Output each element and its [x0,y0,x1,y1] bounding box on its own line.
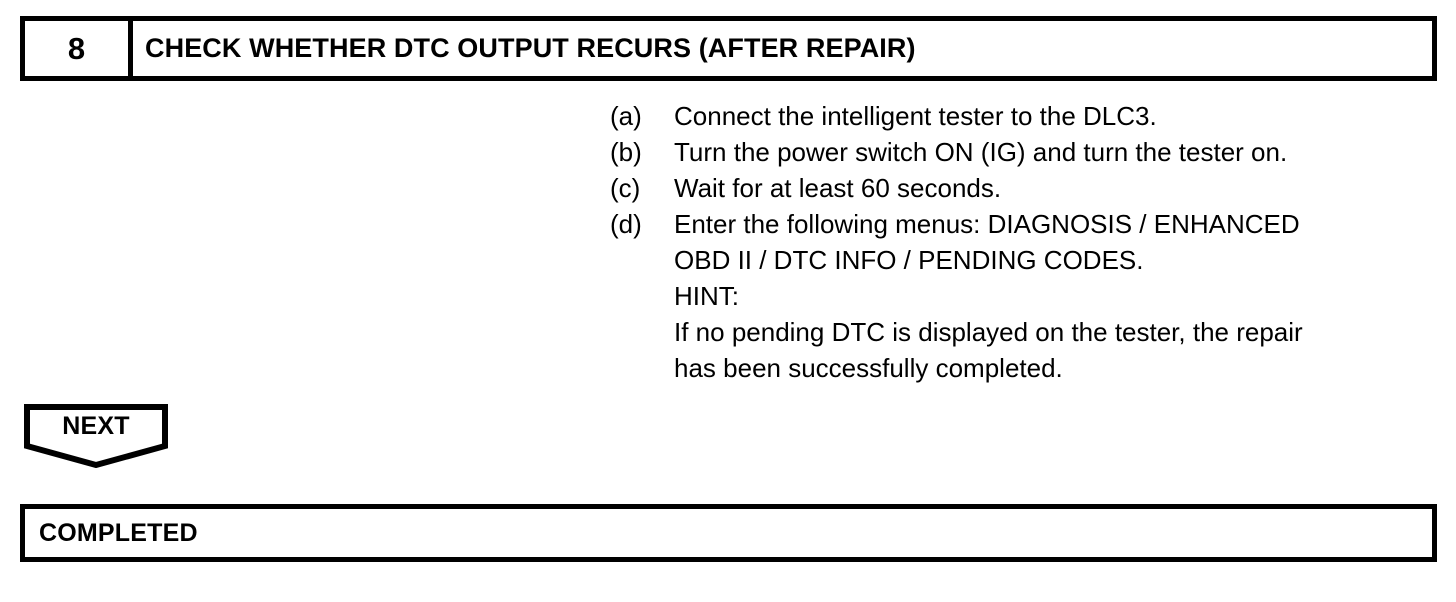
instruction-label-a: (a) [610,101,642,131]
instruction-item-b: (b) Turn the power switch ON (IG) and tu… [610,134,1440,170]
next-arrow-icon [24,404,168,468]
instruction-line: Enter the following menus: DIAGNOSIS / E… [674,209,1300,239]
instruction-text-a: Connect the intelligent tester to the DL… [674,98,1440,134]
step-title-cell: CHECK WHETHER DTC OUTPUT RECURS (AFTER R… [133,21,1432,76]
hint-line: has been successfully completed. [674,353,1063,383]
instruction-text-c: Wait for at least 60 seconds. [674,170,1440,206]
completed-result-box: COMPLETED [20,504,1437,562]
instruction-label-b: (b) [610,137,642,167]
instruction-label-c: (c) [610,173,641,203]
instruction-text-d: Enter the following menus: DIAGNOSIS / E… [674,206,1440,386]
hint-line: If no pending DTC is displayed on the te… [674,317,1303,347]
instruction-item-c: (c) Wait for at least 60 seconds. [610,170,1440,206]
next-connector: NEXT [24,404,168,468]
step-number: 8 [67,31,86,66]
instruction-text-b: Turn the power switch ON (IG) and turn t… [674,134,1440,170]
instruction-line: OBD II / DTC INFO / PENDING CODES. [674,245,1144,275]
step-header-box: 8 CHECK WHETHER DTC OUTPUT RECURS (AFTER… [20,16,1437,81]
step-number-cell: 8 [25,21,133,76]
instruction-line: Turn the power switch ON (IG) and turn t… [674,137,1288,167]
hint-label: HINT: [674,281,739,311]
instruction-label-d: (d) [610,209,642,239]
instruction-line: Connect the intelligent tester to the DL… [674,101,1157,131]
instruction-item-a: (a) Connect the intelligent tester to th… [610,98,1440,134]
instruction-item-d: (d) Enter the following menus: DIAGNOSIS… [610,206,1440,386]
instruction-line: Wait for at least 60 seconds. [674,173,1002,203]
completed-label: COMPLETED [39,518,198,547]
instruction-list: (a) Connect the intelligent tester to th… [610,98,1440,386]
step-title: CHECK WHETHER DTC OUTPUT RECURS (AFTER R… [145,33,916,63]
